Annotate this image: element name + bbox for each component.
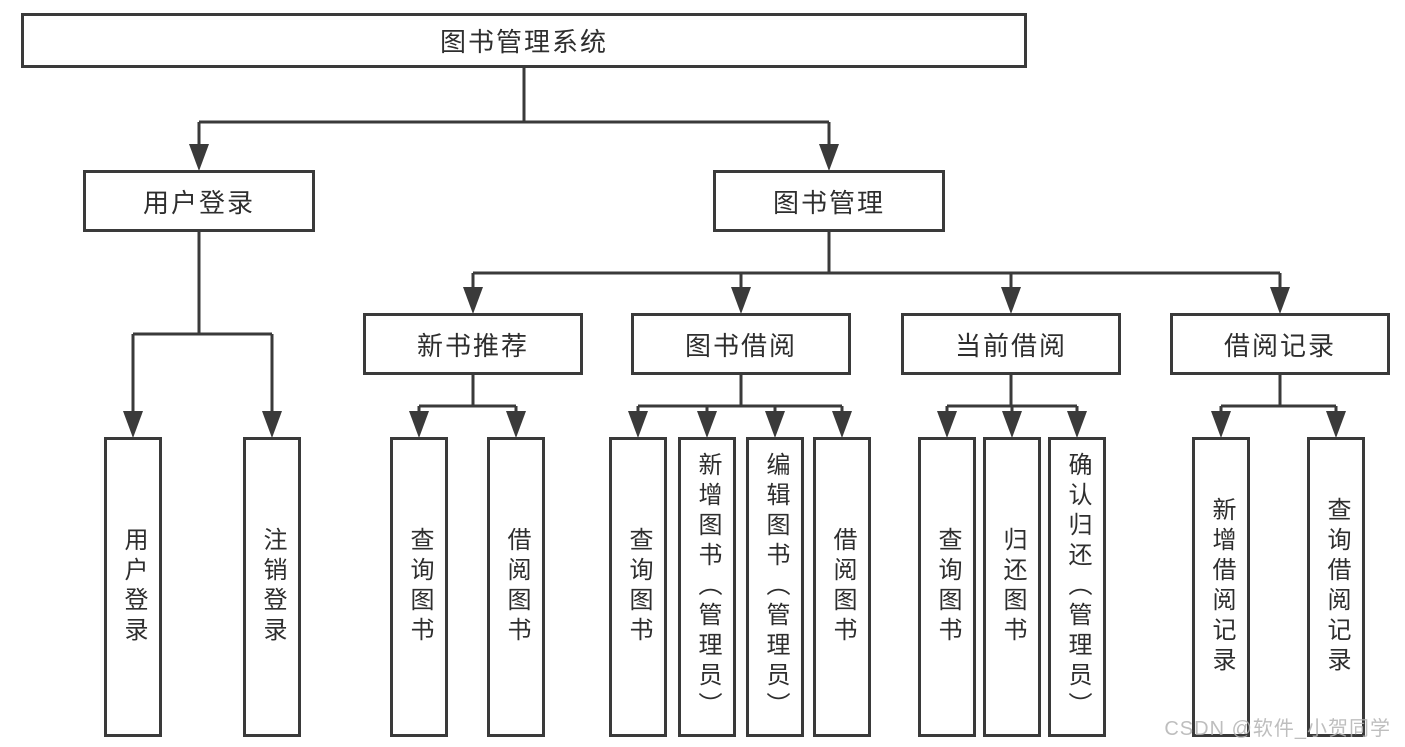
node-label: 查询图书	[406, 527, 433, 647]
node-return-book: 归还图书	[983, 437, 1041, 737]
node-label: 借阅图书	[503, 527, 530, 647]
node-label: 注销登录	[259, 527, 286, 647]
node-query-books-borrow: 查询图书	[609, 437, 667, 737]
node-library-management-system: 图书管理系统	[21, 13, 1027, 68]
node-label: 新增图书（管理员）	[694, 452, 721, 722]
node-borrow-books-recommend: 借阅图书	[487, 437, 545, 737]
node-query-books-current: 查询图书	[918, 437, 976, 737]
node-book-borrow: 图书借阅	[631, 313, 851, 375]
node-user-login: 用户登录	[83, 170, 315, 232]
node-confirm-return-admin: 确认归还（管理员）	[1048, 437, 1106, 737]
node-add-borrow-record: 新增借阅记录	[1192, 437, 1250, 737]
node-book-management: 图书管理	[713, 170, 945, 232]
node-label: 查询图书	[934, 527, 961, 647]
node-edit-book-admin: 编辑图书（管理员）	[746, 437, 804, 737]
node-label: 借阅图书	[829, 527, 856, 647]
node-label: 编辑图书（管理员）	[762, 452, 789, 722]
node-add-book-admin: 新增图书（管理员）	[678, 437, 736, 737]
csdn-watermark: CSDN @软件_小贺同学	[1164, 718, 1391, 740]
node-logout-leaf: 注销登录	[243, 437, 301, 737]
node-label: 归还图书	[999, 527, 1026, 647]
node-label: 查询借阅记录	[1323, 497, 1350, 677]
node-query-borrow-record: 查询借阅记录	[1307, 437, 1365, 737]
node-user-login-leaf: 用户登录	[104, 437, 162, 737]
node-current-borrow: 当前借阅	[901, 313, 1121, 375]
node-label: 确认归还（管理员）	[1064, 452, 1091, 722]
node-label: 查询图书	[625, 527, 652, 647]
node-borrow-records: 借阅记录	[1170, 313, 1390, 375]
node-label: 用户登录	[120, 527, 147, 647]
node-new-book-recommend: 新书推荐	[363, 313, 583, 375]
node-query-books-recommend: 查询图书	[390, 437, 448, 737]
node-borrow-books-leaf: 借阅图书	[813, 437, 871, 737]
node-label: 新增借阅记录	[1208, 497, 1235, 677]
